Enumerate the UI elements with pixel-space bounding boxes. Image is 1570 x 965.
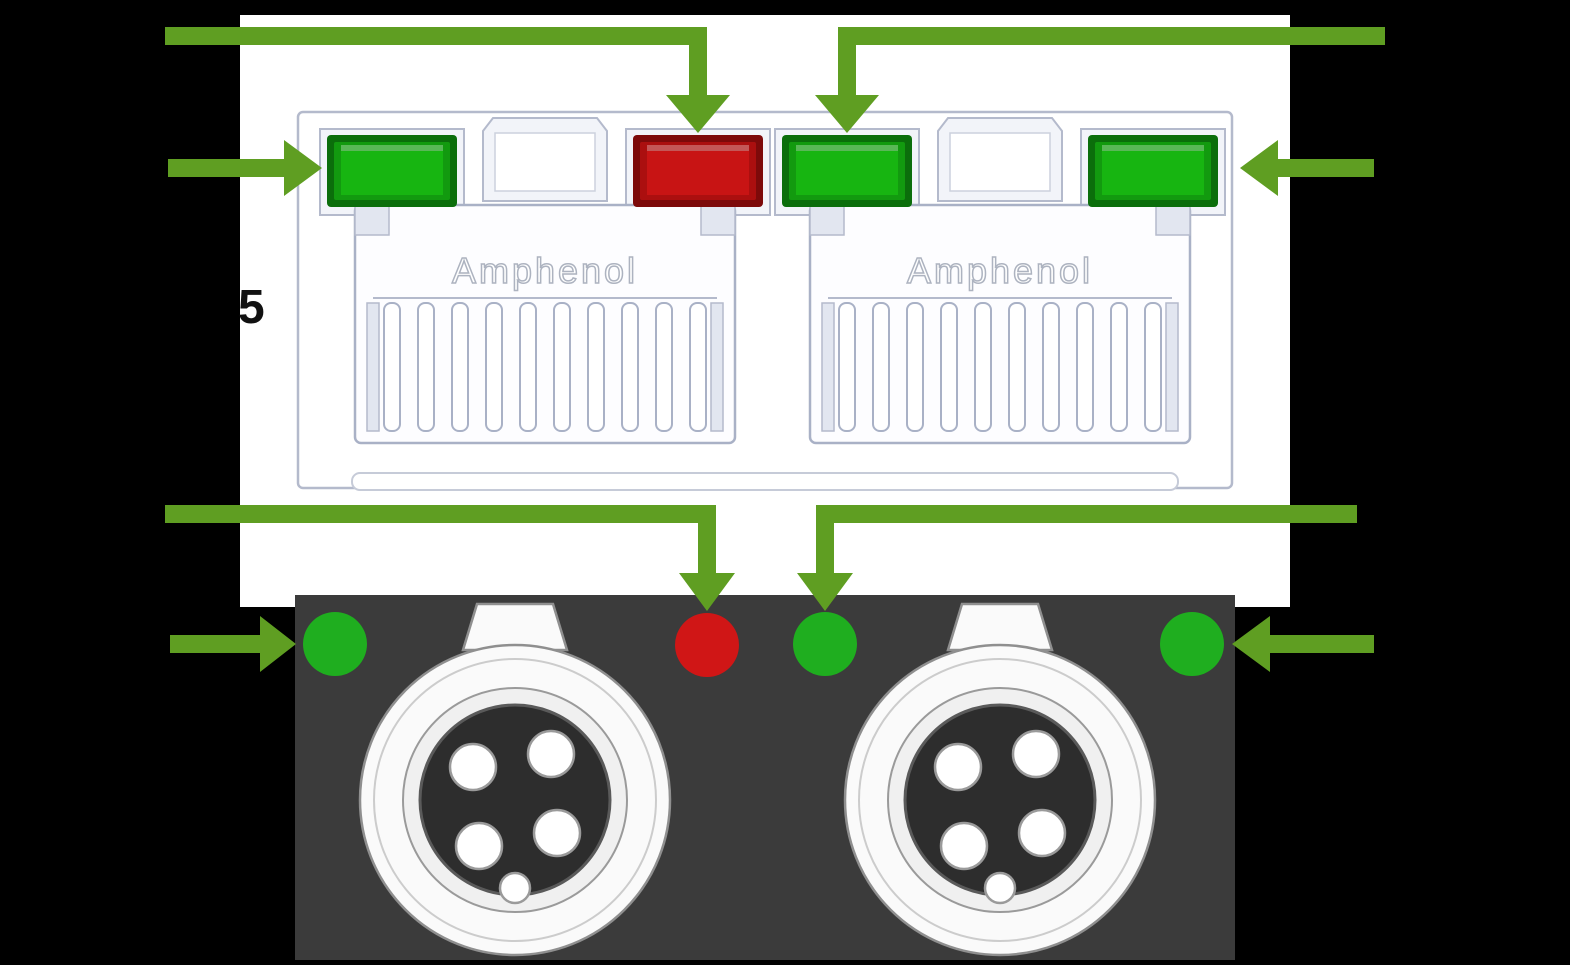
jack1-left-led [327,135,457,207]
latch-tab-window [494,132,596,192]
connector1-right-led [675,613,739,677]
circular-connector-panel [295,595,1235,960]
latch-tab-window [949,132,1051,192]
pin-hole [454,821,504,871]
brand-text: Amphenol [907,250,1093,291]
circular-connector-drawing [303,602,1224,957]
rj45-jack-2: Amphenol [774,117,1226,445]
keyway-notch [983,871,1017,905]
pin-hole [532,808,582,858]
pin-hole [1017,808,1067,858]
pin-hole [939,821,989,871]
pin-hole [1011,729,1061,779]
connector-insert [903,703,1097,897]
connector2-left-led [793,612,857,676]
brand-text: Amphenol [452,250,638,291]
jack-shell [808,203,1192,445]
circular-connector-1 [358,602,672,957]
arrow-to-connector1-left-led [170,616,296,672]
keyway-notch [498,871,532,905]
connector1-left-led [303,612,367,676]
arrow-to-connector2-right-led [1232,616,1374,672]
pin-hole [933,742,983,792]
pin-hole [448,742,498,792]
contact-pins [838,302,1162,432]
contact-pins [383,302,707,432]
jack-shell [353,203,737,445]
circular-connector-2 [843,602,1157,957]
nut-top-flat [946,602,1054,652]
jack1-right-led [633,135,763,207]
connector-insert [418,703,612,897]
jack2-left-led [782,135,912,207]
nut-top-flat [461,602,569,652]
partial-label: 5 [238,281,265,334]
jack2-right-led [1088,135,1218,207]
connector2-right-led [1160,612,1224,676]
rj45-panel: Amphenol [240,15,1290,607]
pin-hole [526,729,576,779]
rj45-jack-1: Amphenol [319,117,771,445]
module-bottom-slot [351,472,1179,491]
rj45-drawing: Amphenol [296,110,1234,491]
